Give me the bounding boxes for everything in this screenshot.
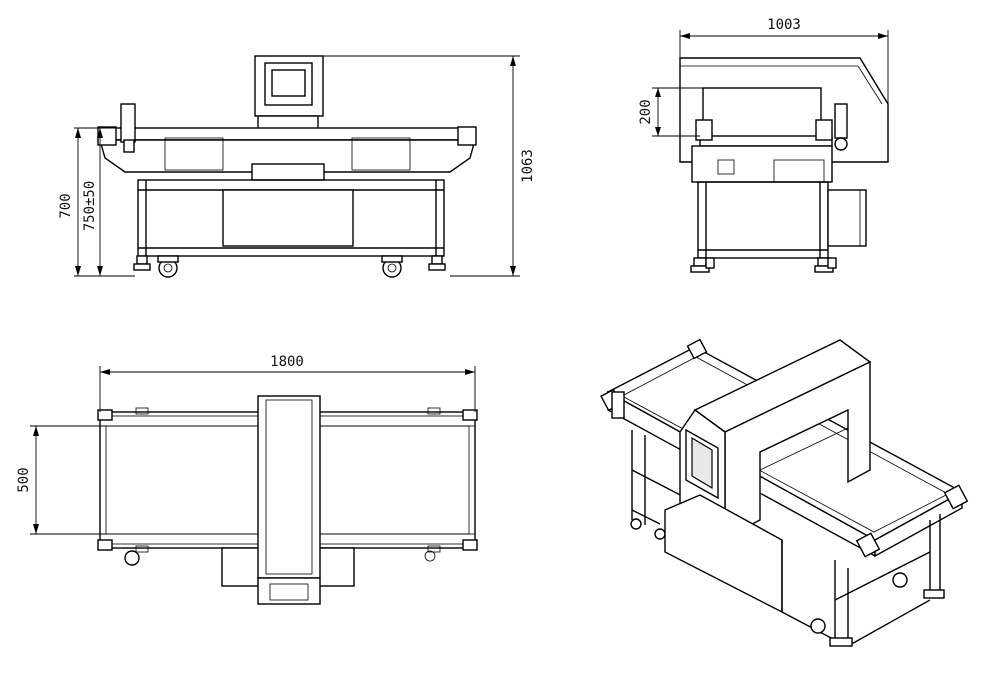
side-conveyor-body bbox=[691, 145, 833, 183]
top-view: 1800 500 bbox=[16, 354, 478, 605]
front-belt-top bbox=[99, 127, 476, 141]
front-display-screen bbox=[271, 69, 306, 97]
dim-label-500: 500 bbox=[16, 467, 32, 492]
top-caster bbox=[124, 550, 140, 566]
front-sensor-post bbox=[120, 103, 136, 143]
iso-display-screen bbox=[691, 436, 713, 490]
isometric-view bbox=[600, 338, 969, 647]
dim-label-1003: 1003 bbox=[767, 17, 801, 33]
front-view: 1063 700 750±50 bbox=[58, 55, 536, 278]
dim-label-700: 700 bbox=[58, 193, 74, 218]
front-tunnel-base bbox=[251, 163, 325, 181]
front-panel-left bbox=[164, 137, 224, 171]
side-frame bbox=[697, 181, 829, 259]
dim-label-750: 750±50 bbox=[82, 181, 98, 232]
dim-label-1800: 1800 bbox=[270, 354, 304, 370]
dim-label-1063: 1063 bbox=[520, 149, 536, 183]
side-tunnel-opening bbox=[702, 87, 822, 139]
side-belt bbox=[699, 135, 833, 147]
front-sensor-foot bbox=[123, 139, 135, 153]
dim-label-200: 200 bbox=[638, 99, 654, 124]
front-end-bracket-right bbox=[457, 126, 477, 146]
side-view: 1003 200 bbox=[638, 17, 889, 273]
front-frame bbox=[137, 179, 445, 257]
top-detector-head bbox=[257, 395, 321, 579]
side-sensor-post bbox=[834, 103, 848, 139]
iso-reject-box bbox=[664, 494, 783, 614]
front-reject-box bbox=[222, 189, 354, 247]
front-panel-right bbox=[351, 137, 411, 171]
